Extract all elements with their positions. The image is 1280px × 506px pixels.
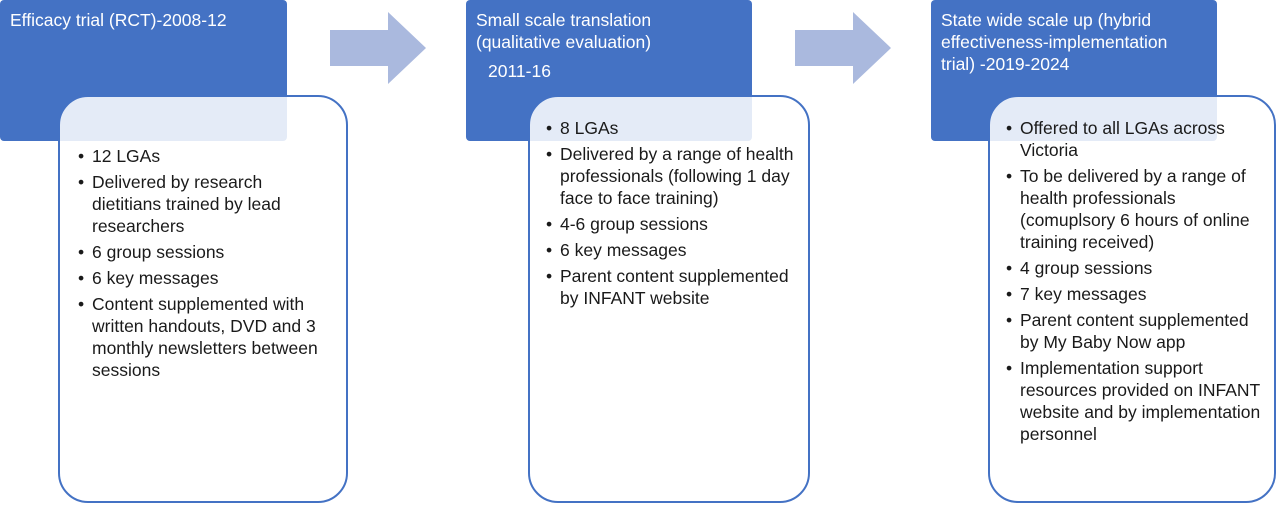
stage-1-item: Content supplemented with written handou… [74, 293, 332, 381]
stage-1-item-list: 12 LGAs Delivered by research dietitians… [74, 145, 332, 381]
stage-2-header-line-2: (qualitative evaluation) [476, 32, 652, 52]
stage-2-item: 4-6 group sessions [542, 213, 796, 235]
stage-2-details: 8 LGAs Delivered by a range of health pr… [528, 95, 810, 503]
stage-2-item: 6 key messages [542, 239, 796, 261]
stage-3-item: 7 key messages [1002, 283, 1262, 305]
stage-3-item: Implementation support resources provide… [1002, 357, 1262, 445]
stage-2-item: Parent content supplemented by INFANT we… [542, 265, 796, 309]
stage-3-header-line-1: State wide scale up (hybrid [941, 10, 1152, 30]
stage-1-item: 6 group sessions [74, 241, 332, 263]
stage-1-details: 12 LGAs Delivered by research dietitians… [58, 95, 348, 503]
stage-2-item: Delivered by a range of health professio… [542, 143, 796, 209]
stage-2-item-list: 8 LGAs Delivered by a range of health pr… [542, 117, 796, 309]
stage-1-item: 12 LGAs [74, 145, 332, 167]
stage-3-item: Offered to all LGAs across Victoria [1002, 117, 1262, 161]
stage-3-header-line-3: trial) -2019-2024 [941, 54, 1070, 74]
stage-2-item: 8 LGAs [542, 117, 796, 139]
stage-3-details: Offered to all LGAs across Victoria To b… [988, 95, 1276, 503]
stage-3-header-line-2: effectiveness-implementation [941, 32, 1168, 52]
stage-3-item: 4 group sessions [1002, 257, 1262, 279]
stage-3-item: To be delivered by a range of health pro… [1002, 165, 1262, 253]
stage-1-item: Delivered by research dietitians trained… [74, 171, 332, 237]
right-arrow-shape [795, 12, 891, 84]
stage-1-header-line-1: Efficacy trial (RCT)-2008-12 [10, 10, 227, 30]
right-arrow-icon [795, 12, 891, 84]
stage-3-item-list: Offered to all LGAs across Victoria To b… [1002, 117, 1262, 445]
stage-2-header-line-3: 2011-16 [488, 61, 551, 81]
stage-2-header-line-1: Small scale translation [476, 10, 652, 30]
stage-1-item: 6 key messages [74, 267, 332, 289]
right-arrow-icon [330, 12, 426, 84]
right-arrow-shape [330, 12, 426, 84]
stage-3-item: Parent content supplemented by My Baby N… [1002, 309, 1262, 353]
